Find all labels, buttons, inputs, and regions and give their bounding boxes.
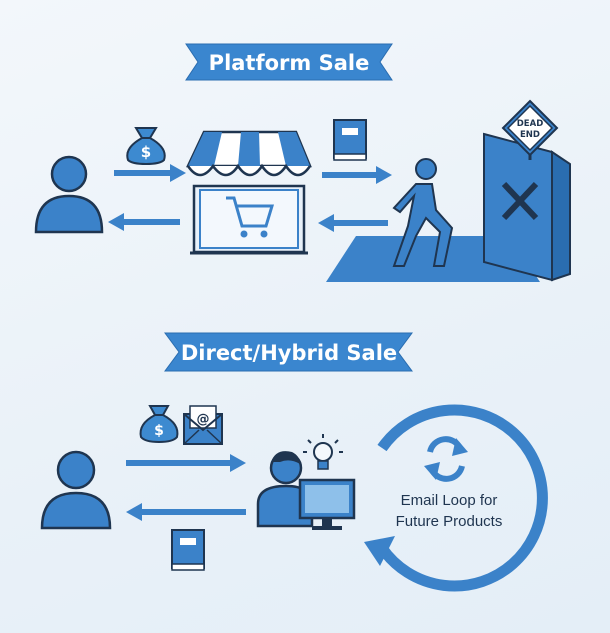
loop-label-line2: Future Products bbox=[396, 513, 503, 530]
svg-text:$: $ bbox=[154, 423, 164, 439]
platform-sale-banner: Platform Sale bbox=[185, 43, 393, 81]
sign-line1: DEAD bbox=[517, 119, 544, 129]
wall-x-icon bbox=[483, 132, 571, 282]
refresh-icon bbox=[424, 436, 468, 482]
arrow-to-customer-direct bbox=[126, 503, 246, 521]
arrow-to-store-return bbox=[318, 214, 388, 232]
platform-sale-title: Platform Sale bbox=[209, 51, 370, 75]
creator-at-computer-icon bbox=[256, 451, 356, 530]
money-bag-icon: $ bbox=[126, 127, 166, 166]
walking-person-icon bbox=[392, 158, 454, 267]
svg-text:@: @ bbox=[197, 412, 210, 427]
svg-text:$: $ bbox=[141, 143, 151, 161]
loop-label-line1: Email Loop for bbox=[401, 492, 498, 509]
direct-sale-banner: Direct/Hybrid Sale bbox=[164, 332, 413, 372]
shopping-cart-icon bbox=[226, 196, 275, 238]
person-icon bbox=[34, 155, 104, 234]
lightbulb-icon bbox=[303, 434, 343, 470]
arrow-to-creator bbox=[126, 454, 246, 472]
storefront-icon bbox=[186, 130, 312, 255]
direct-sale-title: Direct/Hybrid Sale bbox=[181, 341, 397, 365]
sign-line2: END bbox=[520, 130, 540, 140]
circular-loop-arrow-icon bbox=[364, 404, 548, 592]
arrow-to-buyer bbox=[322, 166, 392, 184]
money-bag-icon: $ bbox=[139, 405, 179, 444]
book-icon bbox=[333, 119, 367, 161]
arrow-to-customer bbox=[108, 213, 180, 231]
book-icon bbox=[171, 529, 205, 571]
person-icon bbox=[40, 450, 112, 530]
email-icon: @ bbox=[183, 405, 223, 445]
dead-end-sign-icon: DEAD END bbox=[501, 99, 559, 160]
arrow-to-store bbox=[114, 164, 186, 182]
